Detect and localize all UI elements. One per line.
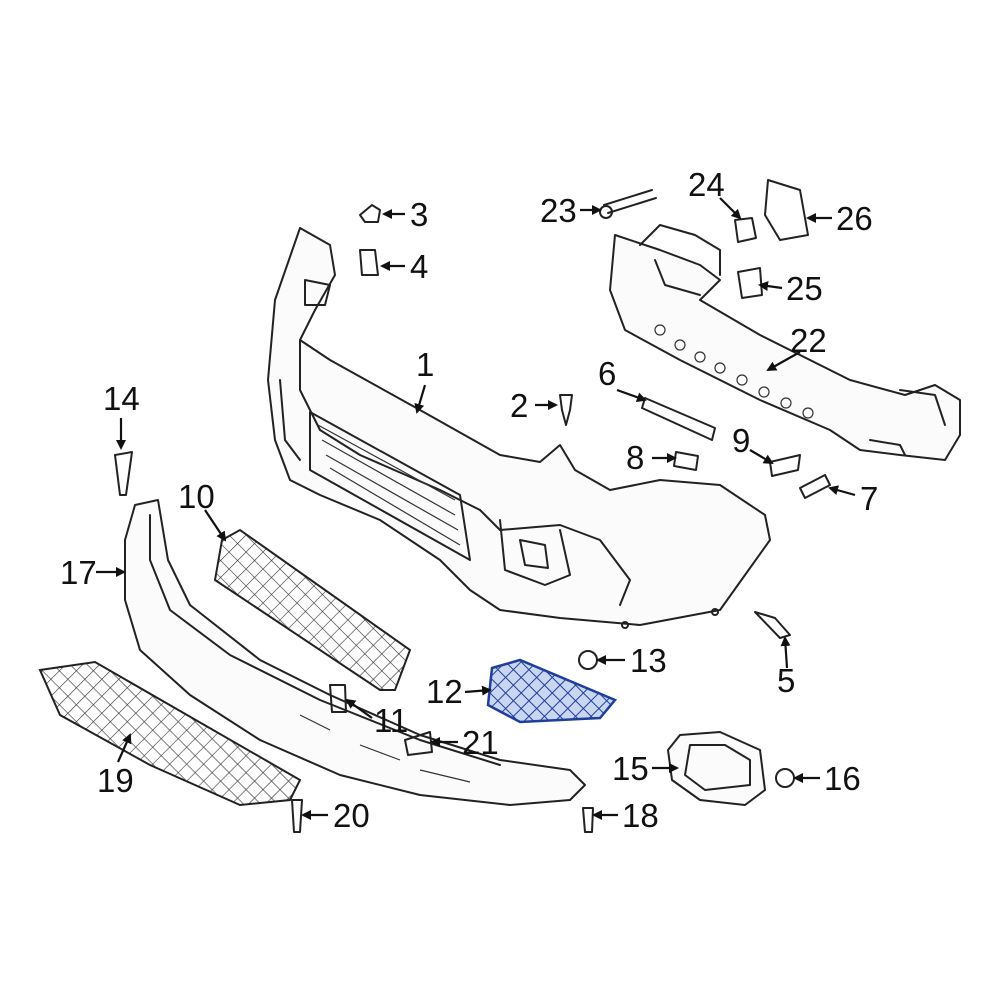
fastener-parts (114, 179, 831, 833)
callout-15: 15 (612, 750, 649, 787)
lower-grille-part (38, 660, 302, 807)
callout-26: 26 (836, 200, 873, 237)
callout-22: 22 (790, 322, 827, 359)
lower-valance-part (124, 499, 586, 806)
callout-12: 12 (426, 673, 463, 710)
callout-25: 25 (786, 270, 823, 307)
upper-grille-part (213, 528, 412, 691)
callout-11: 11 (374, 702, 408, 739)
callout-23: 23 (540, 192, 577, 229)
leader-lines (96, 197, 856, 820)
reinforcement-beam-part (609, 224, 961, 461)
callout-14: 14 (103, 380, 140, 417)
callout-24: 24 (688, 166, 725, 203)
callout-9: 9 (732, 422, 750, 459)
callout-8: 8 (626, 439, 644, 476)
callout-1: 1 (416, 346, 434, 383)
callout-20: 20 (333, 797, 370, 834)
fog-lamp-bracket-part (667, 731, 766, 806)
fog-lamp-grille-part (486, 658, 618, 724)
callout-5: 5 (777, 662, 795, 699)
callout-4: 4 (410, 248, 428, 285)
callout-labels: 1 2 3 4 5 6 7 8 9 10 11 12 13 14 15 16 1… (60, 166, 878, 834)
callout-21: 21 (462, 724, 499, 761)
callout-17: 17 (60, 554, 97, 591)
callout-18: 18 (622, 797, 659, 834)
callout-6: 6 (598, 355, 616, 392)
callout-3: 3 (410, 196, 428, 233)
callout-10: 10 (178, 478, 215, 515)
callout-19: 19 (97, 762, 134, 799)
callout-7: 7 (860, 480, 878, 517)
callout-16: 16 (824, 760, 861, 797)
callout-2: 2 (510, 387, 528, 424)
callout-13: 13 (630, 642, 667, 679)
bumper-cover-part (267, 227, 771, 629)
